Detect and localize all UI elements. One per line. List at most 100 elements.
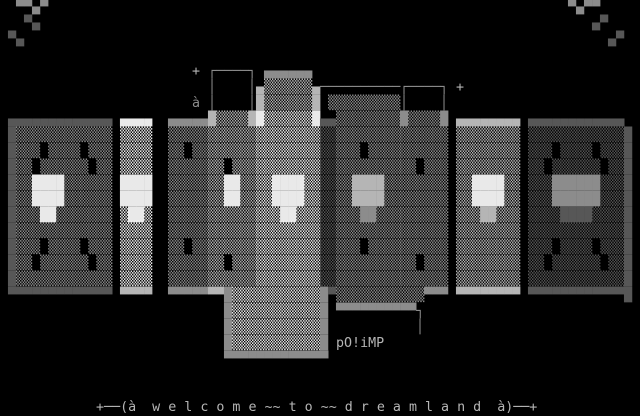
art-segment: ██: [40, 208, 57, 223]
art-segment: ▒▒▒▒: [120, 144, 153, 159]
art-segment: █: [624, 224, 633, 239]
art-segment: ▄▀: [592, 16, 609, 31]
art-segment: ▒▒▒▒: [120, 256, 153, 271]
art-segment: █: [8, 176, 17, 191]
art-segment: ▒▒▒▒▒▒: [208, 240, 257, 255]
art-segment: ▄▄▄▄▄: [168, 112, 209, 127]
art-segment: ▒▒▒▒████▒▒▒▒: [528, 208, 625, 223]
art-segment: ▒▒: [320, 160, 337, 175]
art-segment: ████: [120, 176, 153, 191]
art-segment: ▒▒▒▒▒▒▒▒: [256, 160, 321, 175]
art-segment: █: [224, 288, 233, 303]
art-segment: ▒▒▒▒▒▒▒▒▒▒▒: [232, 304, 321, 319]
art-segment: █▒▒▒▒▒▒█: [256, 112, 321, 127]
art-segment: ▒██▒: [120, 208, 153, 223]
art-segment: ▒▒▒▒▒▒: [400, 144, 449, 159]
art-segment: ▒▒▒: [600, 176, 625, 191]
art-segment: ▒▒ ▒▒▒▒▒▒ ▒▒: [16, 256, 113, 271]
art-segment: ▒▒▒ ▒▒▒▒ ▒▒▒: [16, 144, 113, 159]
art-segment: ▒▒▒▒▒▒▒▒: [336, 128, 401, 143]
art-segment: ▒▒▒▒▒▒: [400, 240, 449, 255]
art-segment: ▒▒▒▒▒: [168, 128, 209, 143]
art-segment: ▒▒▒▒▒▒▒▒: [336, 160, 401, 175]
art-segment: ▀▄▀▀: [568, 0, 601, 15]
art-segment: █: [8, 272, 17, 287]
art-segment: ▄▄▄▄▄▄▄▄: [456, 112, 521, 127]
art-segment: █: [624, 256, 633, 271]
art-segment: ┌────┐: [400, 80, 449, 95]
art-segment: ▒▒▒▒▒: [168, 192, 209, 207]
art-segment: █: [8, 128, 17, 143]
art-segment: ▀: [328, 288, 337, 303]
art-segment: ▒▒▒▒: [120, 128, 153, 143]
art-segment: ██████: [552, 192, 601, 207]
art-segment: █▒▒▒▒█: [208, 112, 257, 127]
art-segment: ▒▒▒▒▒▒: [208, 224, 257, 239]
art-segment: ▒▒ ▒▒: [168, 240, 209, 255]
art-segment: ▒▒▒▒▒▒: [208, 208, 257, 223]
art-segment: ▒▒▒ ▒▒▒▒ ▒▒▒: [16, 240, 113, 255]
art-segment: ▒▒ ▒▒▒▒▒▒ ▒▒: [528, 256, 625, 271]
art-segment: ┌────┐: [208, 64, 257, 79]
art-segment: █: [320, 304, 329, 319]
art-segment: ▒▒▒▒▒: [168, 160, 209, 175]
art-segment: +: [192, 64, 201, 79]
art-segment: ▒▒: [504, 176, 521, 191]
art-segment: █: [624, 192, 633, 207]
art-segment: █: [624, 288, 633, 303]
art-segment: │: [248, 96, 257, 111]
art-segment: ▒▒ ▒▒▒: [208, 256, 257, 271]
art-segment: ▒▒▒: [528, 192, 553, 207]
art-segment: █▒▒▒▒█: [400, 112, 449, 127]
art-segment: ▀▀: [208, 288, 225, 303]
art-segment: ▀▀▀▀▀▀▀▀▀▀▀▀▀: [224, 352, 329, 367]
art-segment: ▒▒▒▒▒▒▒▒: [456, 224, 521, 239]
art-segment: ▄▄▄▄▄▄▄▄▄▄▄▄: [528, 112, 625, 127]
art-segment: █▒▒▒▒▒▒█: [256, 96, 321, 111]
art-segment: ▒▒▒██▒▒▒: [256, 208, 321, 223]
art-segment: ▒▒: [456, 176, 473, 191]
art-segment: █: [8, 256, 17, 271]
art-segment: █: [224, 320, 233, 335]
art-segment: ▒▒▒▒▒▒▒▒▒▒▒▒: [528, 272, 625, 287]
art-segment: █: [8, 192, 17, 207]
art-segment: │: [416, 320, 425, 335]
art-segment: ▒▒▒ ▒▒▒▒: [336, 240, 401, 255]
art-segment: █: [320, 336, 329, 351]
artist-signature: pO!iMP: [336, 336, 385, 351]
art-segment: ▀▀▀: [424, 288, 449, 303]
art-segment: █: [624, 208, 633, 223]
art-segment: ▒▒: [384, 176, 401, 191]
art-segment: ▒▒▒ ▒▒▒▒ ▒▒▒: [528, 144, 625, 159]
art-segment: ▒▒▒██▒▒▒: [456, 208, 521, 223]
art-segment: ▒▒ ▒▒▒: [400, 160, 449, 175]
art-segment: █: [224, 304, 233, 319]
art-segment: ▒▒▒▒▒▒▒▒: [336, 272, 401, 287]
art-segment: ▒▒▒▒▒: [168, 256, 209, 271]
art-segment: ▒▒▒▒▒▒▒▒▒: [328, 96, 401, 111]
art-segment: ▀▀▀▀: [120, 288, 153, 303]
art-segment: ▒▒▒▒▒▒: [208, 272, 257, 287]
art-segment: ▒▒▒▒▒▒▒▒: [336, 256, 401, 271]
art-segment: ▒▒▒▒▒: [168, 224, 209, 239]
art-segment: ▀▀▀▀▀▀▀▀▀▀▀▀▀: [8, 288, 113, 303]
art-segment: ▒▒▒▒▒▒: [400, 176, 449, 191]
art-segment: ▒▒▒▒: [120, 272, 153, 287]
art-segment: ▀▀▀▀▀▀▀▀▀▀┐: [336, 304, 425, 319]
art-segment: ▒▒▒▒▒▒▒▒: [256, 128, 321, 143]
art-segment: ▒▒▒▒▒▒: [64, 192, 113, 207]
art-segment: █: [8, 240, 17, 255]
art-segment: ▒▒▒▒▒▒▒▒▒▒▒▒: [16, 272, 113, 287]
art-segment: ▒▒: [320, 224, 337, 239]
art-segment: ▒▒▒▒▒▒: [400, 192, 449, 207]
art-segment: ████: [352, 192, 385, 207]
art-segment: ████: [352, 176, 385, 191]
art-segment: ▒▒▒▒▒▒▒▒▒▒▒: [232, 320, 321, 335]
art-segment: ██████: [552, 176, 601, 191]
art-segment: ▒▒: [320, 144, 337, 159]
art-segment: à: [192, 96, 201, 111]
art-segment: ▒▒▒▒▒▒▒▒▒▒▒▒: [528, 224, 625, 239]
art-segment: █: [320, 288, 329, 303]
art-segment: █: [8, 160, 17, 175]
art-segment: ▄▄: [320, 112, 337, 127]
